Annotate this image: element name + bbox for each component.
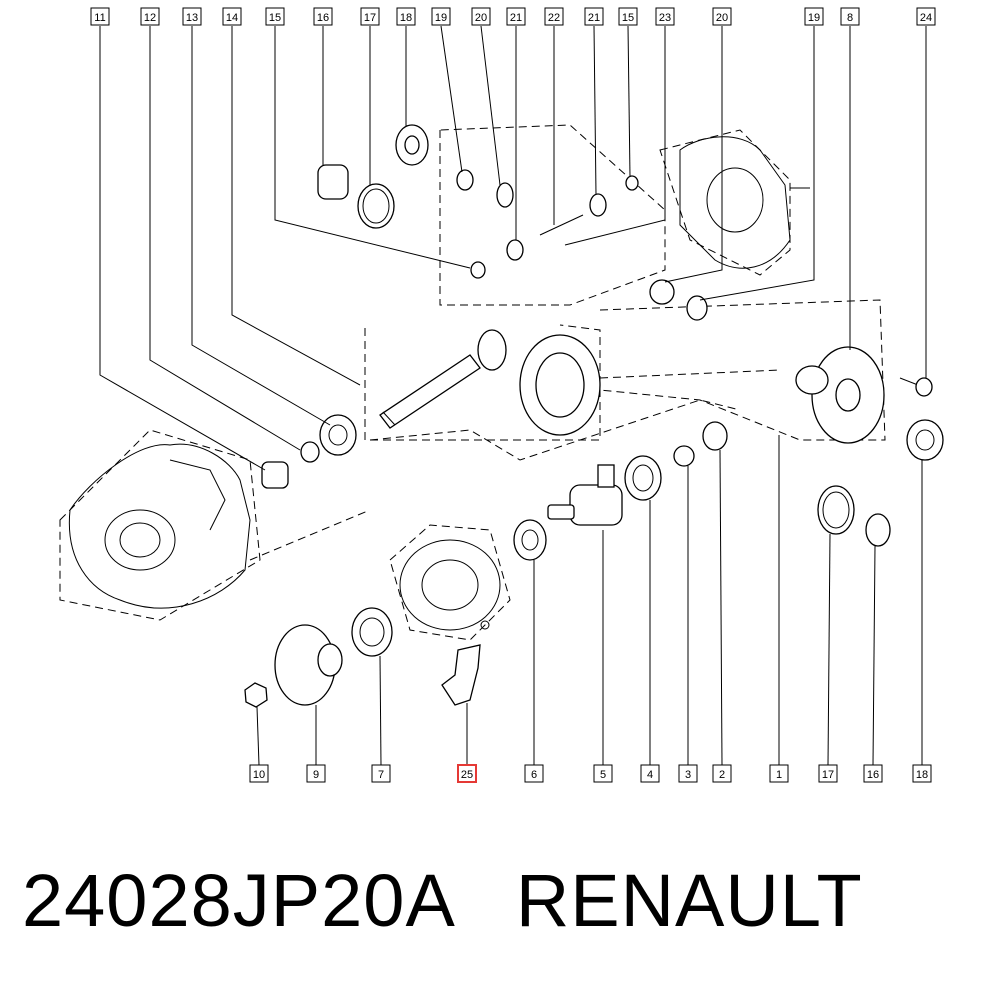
callout-box: 18 <box>912 764 932 783</box>
callout-label: 5 <box>600 769 606 781</box>
callout-label: 2 <box>719 769 725 781</box>
part-number-text: 24028JP20A <box>22 859 456 942</box>
part-nut-10 <box>244 682 268 708</box>
callout-box: 7 <box>371 764 391 783</box>
bottom-callouts: 10 9 7 25 6 5 4 3 2 1 17 16 18 <box>249 764 932 783</box>
callout-box-highlighted: 25 <box>457 764 477 783</box>
callout-box: 16 <box>313 7 333 26</box>
callout-label: 17 <box>822 769 834 781</box>
callout-label: 13 <box>186 12 198 24</box>
part-bolt-24 <box>899 377 933 397</box>
callout-box: 20 <box>471 7 491 26</box>
callout-box: 20 <box>712 7 732 26</box>
callout-box: 15 <box>618 7 638 26</box>
part-seal-7 <box>351 607 393 657</box>
caption: 24028JP20A RENAULT <box>22 858 863 943</box>
callout-label: 9 <box>313 769 319 781</box>
assembly-outlines <box>59 124 886 641</box>
part-differential-case <box>795 346 885 444</box>
callout-box: 15 <box>265 7 285 26</box>
callout-box: 22 <box>544 7 564 26</box>
callout-label: 24 <box>920 12 932 24</box>
callout-box: 11 <box>90 7 110 26</box>
callout-label: 15 <box>269 12 281 24</box>
callout-label: 20 <box>475 12 487 24</box>
callout-box: 19 <box>804 7 824 26</box>
callout-label: 16 <box>317 12 329 24</box>
callout-label: 1 <box>776 769 782 781</box>
part-crown-wheel <box>519 334 601 436</box>
callout-label: 6 <box>531 769 537 781</box>
callout-label: 19 <box>808 12 820 24</box>
callout-label: 8 <box>847 12 853 24</box>
callout-box: 21 <box>584 7 604 26</box>
callout-label: 18 <box>916 769 928 781</box>
callout-label: 16 <box>867 769 879 781</box>
part-nut-20-right <box>649 279 708 321</box>
part-shim-17-top <box>357 183 395 229</box>
callout-label: 7 <box>378 769 384 781</box>
callout-label: 19 <box>435 12 447 24</box>
callout-label: 10 <box>253 769 265 781</box>
rear-cover-housing <box>399 539 501 631</box>
callout-label: 21 <box>510 12 522 24</box>
part-flange-9 <box>274 624 343 706</box>
callout-label: 18 <box>400 12 412 24</box>
callout-box: 3 <box>678 764 698 783</box>
callout-label: 4 <box>647 769 653 781</box>
part-small-3-and-2 <box>673 421 728 467</box>
part-shim-17-right <box>817 485 855 535</box>
callout-label: 15 <box>622 12 634 24</box>
callout-box: 1 <box>769 764 789 783</box>
callout-box: 13 <box>182 7 202 26</box>
top-callouts: 11 12 13 14 15 16 17 18 19 20 21 22 21 1… <box>90 7 936 26</box>
part-bearing-16-top <box>317 164 349 200</box>
part-shaft-pinion <box>379 329 507 429</box>
callout-label: 22 <box>548 12 560 24</box>
callout-label: 21 <box>588 12 600 24</box>
callout-box: 18 <box>396 7 416 26</box>
callout-label: 25 <box>461 769 473 781</box>
part-bearing-18-top <box>395 124 429 166</box>
part-ring-6 <box>513 519 547 561</box>
callout-box: 8 <box>840 7 860 26</box>
callout-box: 2 <box>712 764 732 783</box>
callout-box: 17 <box>360 7 380 26</box>
part-sleeve-5 <box>547 464 623 526</box>
callout-label: 14 <box>226 12 238 24</box>
callout-box: 12 <box>140 7 160 26</box>
part-bearings-left <box>261 414 357 489</box>
gearbox-housing-right <box>679 136 810 269</box>
part-sensor-25 <box>441 644 481 706</box>
callout-box: 5 <box>593 764 613 783</box>
callout-box: 17 <box>818 764 838 783</box>
callout-box: 4 <box>640 764 660 783</box>
callout-label: 20 <box>716 12 728 24</box>
part-seal-4 <box>624 455 662 501</box>
callout-box: 6 <box>524 764 544 783</box>
callout-box: 19 <box>431 7 451 26</box>
part-small-gears-top <box>456 169 639 279</box>
callout-box: 23 <box>655 7 675 26</box>
callout-box: 16 <box>863 764 883 783</box>
callout-label: 11 <box>94 12 105 24</box>
callout-label: 17 <box>364 12 376 24</box>
gearbox-housing-left <box>68 443 251 609</box>
brand-text: RENAULT <box>515 859 863 942</box>
callout-box: 21 <box>506 7 526 26</box>
leader-lines <box>99 25 927 766</box>
callout-label: 23 <box>659 12 671 24</box>
callout-box: 10 <box>249 764 269 783</box>
callout-box: 24 <box>916 7 936 26</box>
callout-label: 3 <box>685 769 691 781</box>
callout-label: 12 <box>144 12 156 24</box>
part-bearing-16-right <box>865 513 891 547</box>
part-bearing-18-right <box>906 419 944 461</box>
callout-box: 14 <box>222 7 242 26</box>
callout-box: 9 <box>306 764 326 783</box>
